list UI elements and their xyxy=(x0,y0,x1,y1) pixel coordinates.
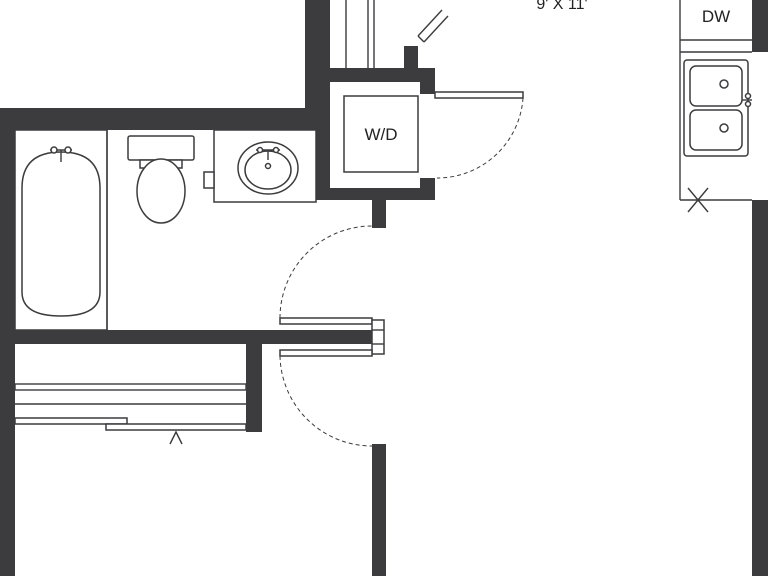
wall-laundry-jamb-bottom xyxy=(420,178,435,200)
bedroom-door[interactable] xyxy=(279,349,373,357)
laundry-door[interactable] xyxy=(434,91,524,99)
closet xyxy=(14,383,247,445)
range-mark-2 xyxy=(687,187,709,213)
bathroom-door-swing xyxy=(279,225,373,319)
kitchen-sink-icon[interactable] xyxy=(683,59,752,157)
toilet-icon[interactable] xyxy=(127,135,195,224)
sink-icon[interactable] xyxy=(203,129,317,203)
bathtub-basin xyxy=(21,151,101,317)
dishwasher-label: DW xyxy=(702,7,730,26)
wall-stub-top xyxy=(404,46,418,70)
wall-laundry-top xyxy=(330,68,435,82)
wall-stub-hall xyxy=(372,200,386,228)
wall-laundry-jamb-top xyxy=(420,68,435,94)
wall-bath-bottom xyxy=(0,330,372,344)
upper-door-frame xyxy=(345,0,449,68)
room-dimension-label: 9' X 11' xyxy=(536,0,587,13)
closet-door-arrow xyxy=(169,430,183,445)
bathroom-door[interactable] xyxy=(279,317,373,325)
closet-door-left[interactable] xyxy=(14,417,128,425)
wall-right-exterior-top xyxy=(752,0,768,52)
washer-dryer-label: W/D xyxy=(364,125,397,144)
laundry-door-swing xyxy=(436,97,524,179)
wall-top-left xyxy=(0,108,330,130)
wall-right-exterior xyxy=(752,200,768,576)
wall-center-lower xyxy=(372,444,386,576)
closet-door-right[interactable] xyxy=(105,423,247,431)
wall-laundry-bottom xyxy=(316,188,435,200)
wall-closet-right xyxy=(246,344,262,432)
laundry-area: W/D xyxy=(343,91,524,179)
bedroom-door-group xyxy=(279,349,373,447)
closet-shelf xyxy=(14,383,247,391)
kitchen: DW xyxy=(679,0,752,213)
bedroom-door-swing xyxy=(279,355,373,447)
washer-dryer-icon xyxy=(343,95,419,173)
wall-laundry-left xyxy=(316,68,330,200)
bathroom xyxy=(14,129,385,355)
